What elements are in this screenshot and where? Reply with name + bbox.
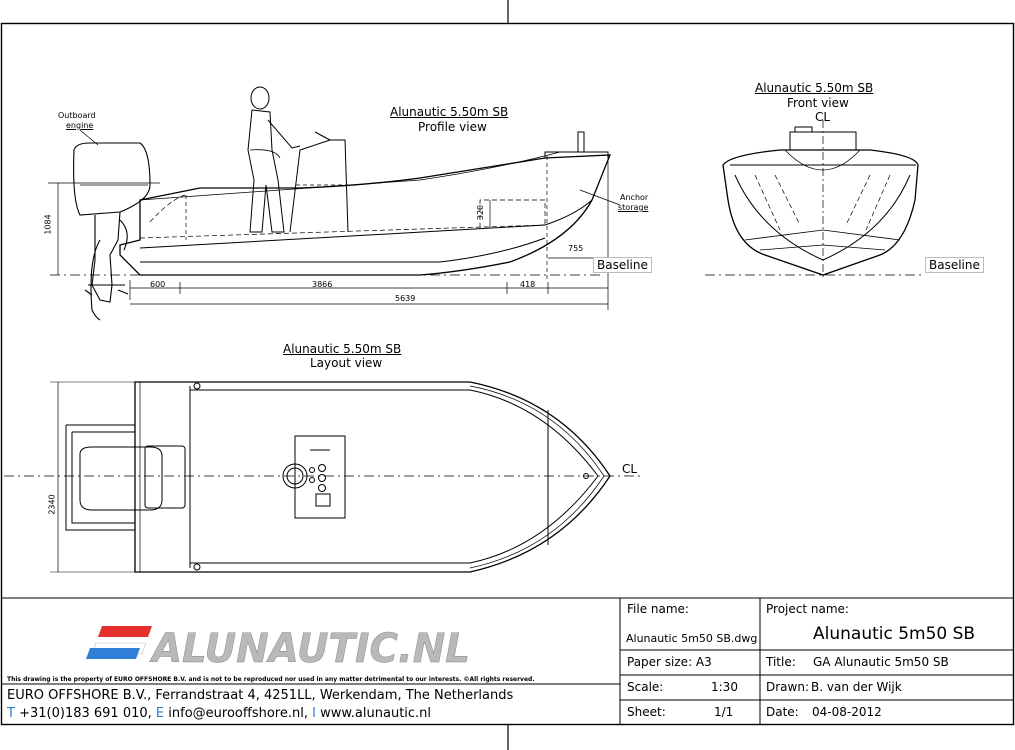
file-name-value: Alunautic 5m50 SB.dwg	[626, 632, 758, 645]
scale-label: Scale:	[627, 680, 664, 694]
layout-hull	[134, 381, 611, 573]
alunautic-logo: ALUNAUTIC.NL	[86, 626, 470, 672]
contact-t: T	[7, 706, 15, 721]
dim-locker: 320	[476, 204, 486, 221]
contact-email: info@eurooffshore.nl,	[168, 706, 308, 721]
outboard-engine	[73, 142, 151, 321]
layout-view	[4, 381, 640, 573]
anchor-label-line2: storage	[618, 203, 649, 212]
date-label: Date:	[766, 705, 799, 719]
layout-engine-cowl	[79, 446, 163, 511]
company-address: EURO OFFSHORE B.V., Ferrandstraat 4, 425…	[7, 688, 514, 703]
dim-aft: 600	[150, 280, 166, 289]
profile-dimensions	[48, 158, 609, 310]
front-subtitle: Front view	[787, 96, 849, 110]
profile-title: Alunautic 5.50m SB	[390, 105, 509, 119]
dim-height: 1084	[43, 214, 53, 235]
contact-phone: +31(0)183 691 010,	[19, 706, 152, 721]
front-view	[705, 120, 925, 280]
layout-cl-label: CL	[622, 462, 638, 476]
profile-baseline-label: Baseline	[593, 257, 652, 273]
contact-line: T +31(0)183 691 010, E info@eurooffshore…	[7, 706, 431, 721]
profile-subtitle: Profile view	[418, 120, 487, 134]
dim-overall: 5639	[395, 294, 416, 303]
front-hull	[722, 149, 919, 276]
profile-view	[48, 86, 621, 321]
outboard-label-line1: Outboard	[58, 111, 96, 120]
front-title: Alunautic 5.50m SB	[755, 81, 874, 95]
front-baseline-label: Baseline	[925, 257, 984, 273]
project-name-label: Project name:	[766, 602, 849, 616]
drawn-label: Drawn:	[766, 680, 809, 694]
logo-wordmark: ALUNAUTIC.NL	[149, 626, 470, 672]
file-name-label: File name:	[627, 602, 689, 616]
outboard-label-line2: engine	[66, 121, 94, 130]
disclaimer: This drawing is the property of EURO OFF…	[7, 676, 535, 683]
layout-title: Alunautic 5.50m SB	[283, 342, 402, 356]
dim-fwd: 418	[520, 280, 536, 289]
front-cl-label: CL	[815, 110, 831, 124]
dim-mid: 3866	[312, 280, 333, 289]
layout-console	[282, 435, 346, 519]
layout-subtitle: Layout view	[310, 356, 383, 370]
helmsman-figure	[247, 86, 301, 233]
project-name-value: Alunautic 5m50 SB	[813, 624, 976, 644]
scale-value: 1:30	[711, 680, 738, 694]
title-value: GA Alunautic 5m50 SB	[813, 655, 949, 669]
anchor-label-line1: Anchor	[620, 193, 649, 202]
sheet-label: Sheet:	[627, 705, 666, 719]
contact-e: E	[155, 706, 165, 721]
sheet-value: 1/1	[714, 705, 734, 719]
dim-bow: 755	[568, 244, 584, 253]
dim-beam: 2340	[47, 494, 57, 515]
contact-i: I	[312, 706, 316, 721]
contact-web: www.alunautic.nl	[320, 706, 432, 721]
title-label: Title:	[766, 655, 796, 669]
date-value: 04-08-2012	[812, 705, 882, 719]
profile-hull	[119, 154, 611, 276]
title-block-grid	[1, 597, 1014, 725]
paper-size: Paper size: A3	[627, 655, 712, 669]
drawn-value: B. van der Wijk	[811, 680, 902, 694]
